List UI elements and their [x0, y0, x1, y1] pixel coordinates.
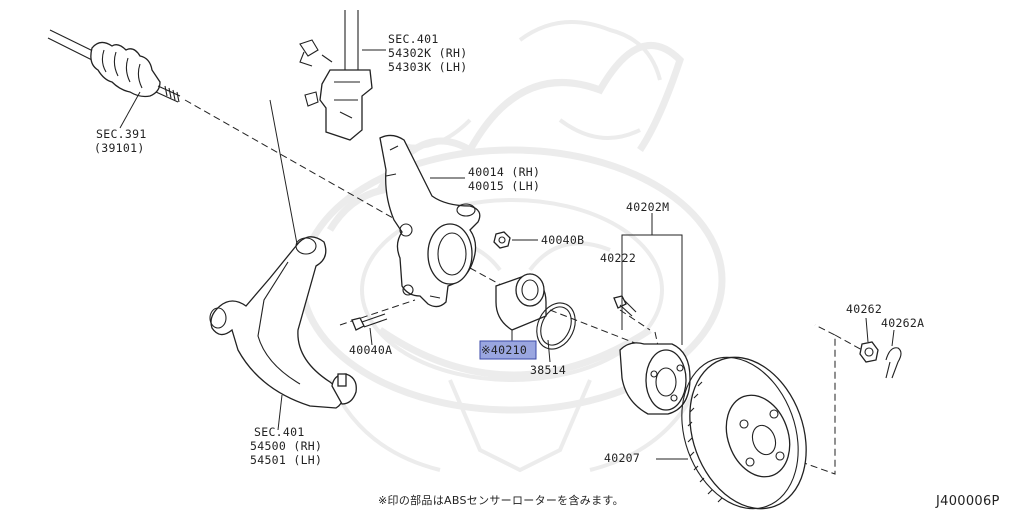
steering-knuckle — [379, 134, 481, 308]
label-nut-40262[interactable]: 40262 — [846, 302, 882, 316]
label-nut-40040b[interactable]: 40040B — [541, 233, 584, 247]
wheel-hub — [619, 342, 691, 415]
label-strut-rh[interactable]: 54302K (RH) — [388, 46, 467, 60]
brake-rotor — [681, 356, 807, 510]
label-strut-lh[interactable]: 54303K (LH) — [388, 60, 467, 74]
strut-bracket — [299, 10, 373, 141]
part-labels: SEC.391 (39101) SEC.401 54302K (RH) 5430… — [94, 32, 924, 467]
bolt-40040a — [351, 313, 388, 331]
label-sec401-strut[interactable]: SEC.401 — [388, 32, 439, 46]
diagram-code: J400006P — [935, 494, 1000, 509]
label-sec391-part[interactable]: (39101) — [94, 141, 145, 155]
bearing-highlight-box — [479, 340, 537, 360]
label-snap-ring[interactable]: 38514 — [530, 363, 566, 377]
label-hub-bolt[interactable]: 40222 — [600, 251, 636, 265]
abs-footnote: ※印の部品はABSセンサーローターを含みます。 — [378, 493, 624, 507]
label-arm-rh[interactable]: 54500 (RH) — [250, 439, 322, 453]
label-knuckle-lh[interactable]: 40015 (LH) — [468, 179, 540, 193]
label-bearing-40210[interactable]: ※40210 — [481, 343, 527, 357]
label-sec391[interactable]: SEC.391 — [96, 127, 147, 141]
label-hub-assy[interactable]: 40202M — [626, 200, 669, 214]
hub-nut — [859, 341, 879, 363]
drive-shaft — [47, 29, 181, 103]
wheel-bearing — [495, 273, 547, 331]
label-bolt-40040a[interactable]: 40040A — [349, 343, 392, 357]
cotter-pin — [885, 347, 902, 379]
label-rotor[interactable]: 40207 — [604, 451, 640, 465]
label-sec401-arm[interactable]: SEC.401 — [254, 425, 305, 439]
nut-40040b — [493, 231, 511, 249]
lower-control-arm — [209, 236, 357, 409]
label-cotter-pin[interactable]: 40262A — [881, 316, 924, 330]
leader-lines — [119, 49, 895, 460]
snap-ring — [536, 302, 576, 350]
label-knuckle-rh[interactable]: 40014 (RH) — [468, 165, 540, 179]
label-arm-lh[interactable]: 54501 (LH) — [250, 453, 322, 467]
